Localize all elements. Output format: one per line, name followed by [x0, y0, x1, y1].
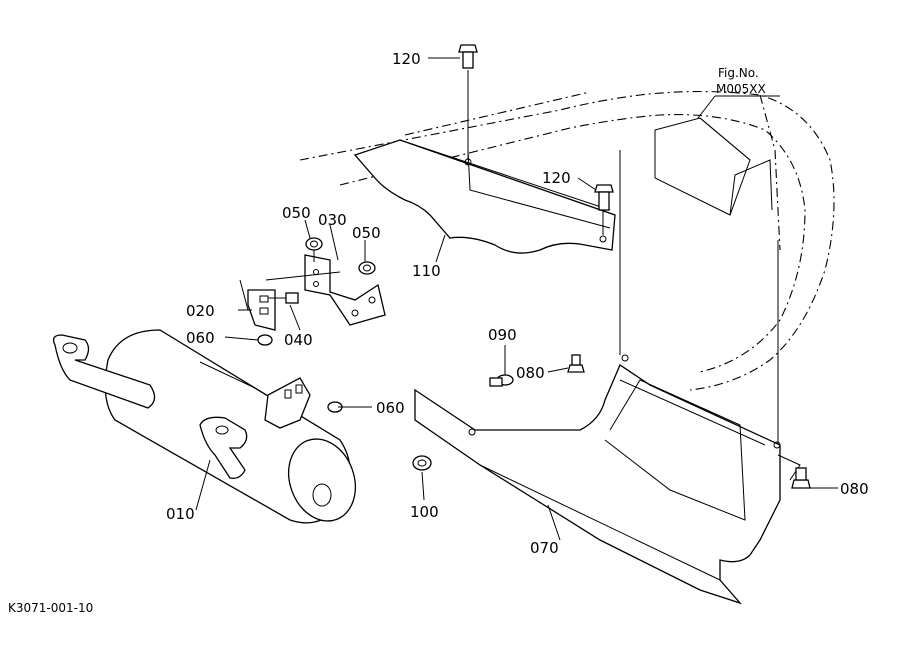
bolt-080-top: [567, 354, 585, 373]
callout-060-left: 060: [186, 329, 215, 347]
bolt-090: [489, 374, 514, 387]
frame-outline: [299, 90, 835, 391]
muffler-010: [52, 329, 356, 524]
fig-ref-line1: Fig.No.: [718, 66, 759, 80]
callout-010: 010: [166, 505, 195, 523]
callout-070: 070: [530, 539, 559, 557]
heat-shield-070: [414, 354, 781, 605]
callout-030: 030: [318, 211, 347, 229]
callout-120-mid: 120: [542, 169, 571, 187]
callout-040: 040: [284, 331, 313, 349]
callout-100: 100: [410, 503, 439, 521]
bracket-020: [239, 279, 276, 331]
rubber-060-left: [257, 334, 273, 346]
callout-060-right: 060: [376, 399, 405, 417]
bolt-120-top: [458, 44, 478, 69]
bracket-030: [304, 254, 386, 326]
callout-120-top: 120: [392, 50, 421, 68]
bolt-120-mid: [594, 184, 614, 211]
drawing-id: K3071-001-10: [8, 601, 93, 615]
nut-100: [412, 455, 432, 471]
callout-110: 110: [412, 262, 441, 280]
nut-050-left: [305, 237, 323, 251]
nut-050-right: [358, 261, 376, 275]
callout-020: 020: [186, 302, 215, 320]
callout-090: 090: [488, 326, 517, 344]
bolt-040: [268, 292, 299, 304]
frame-bracket: [654, 117, 751, 216]
cover-plate-110: [353, 139, 616, 254]
callout-080-bottom: 080: [840, 480, 869, 498]
callout-050-left: 050: [282, 204, 311, 222]
callout-050-right: 050: [352, 224, 381, 242]
callout-080-top: 080: [516, 364, 545, 382]
leader-lines: [195, 57, 838, 541]
bolt-080-bottom: [791, 467, 811, 489]
fig-ref-line2: M005XX: [716, 82, 766, 96]
